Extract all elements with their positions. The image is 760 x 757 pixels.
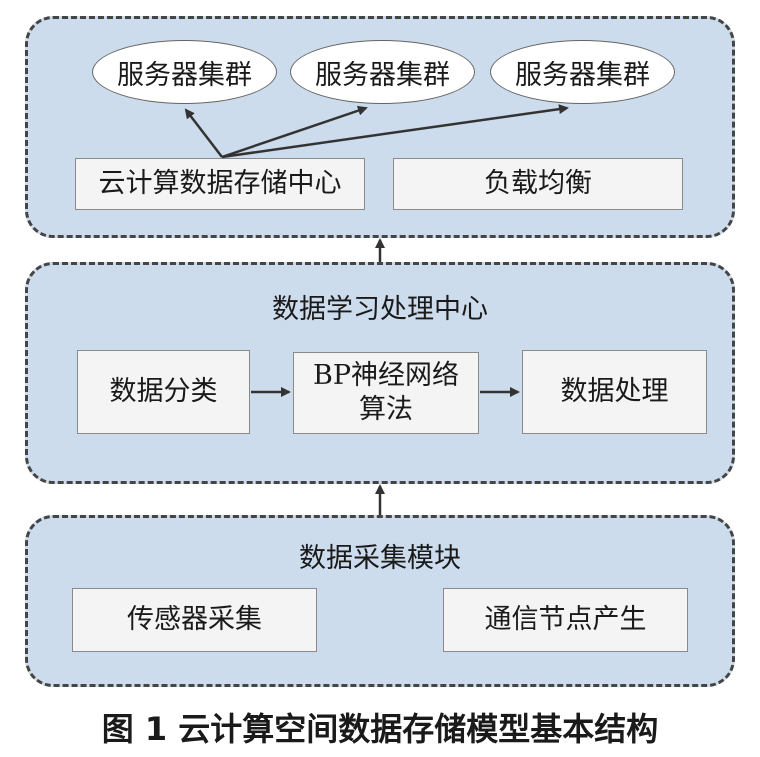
sensor-collection-box: 传感器采集	[72, 588, 317, 652]
server-cluster-2: 服务器集群	[290, 40, 475, 104]
data-process-box: 数据处理	[522, 350, 707, 434]
server-cluster-3-label: 服务器集群	[515, 59, 650, 91]
server-cluster-1-label: 服务器集群	[117, 59, 252, 91]
server-cluster-2-label: 服务器集群	[315, 59, 450, 91]
collection-module-title: 数据采集模块	[299, 543, 461, 574]
comm-node-box: 通信节点产生	[443, 588, 688, 652]
learning-center-title: 数据学习处理中心	[272, 294, 488, 325]
load-balance-label: 负载均衡	[484, 168, 592, 200]
data-classify-label: 数据分类	[109, 376, 218, 408]
data-classify-box: 数据分类	[77, 350, 250, 434]
cloud-storage-center-box: 云计算数据存储中心	[75, 158, 365, 210]
cloud-storage-center-label: 云计算数据存储中心	[98, 168, 342, 200]
bp-network-box: BP神经网络 算法	[293, 352, 479, 434]
comm-node-label: 通信节点产生	[484, 604, 647, 636]
bp-network-label-line1: BP神经网络	[312, 360, 459, 392]
sensor-collection-label: 传感器采集	[127, 604, 262, 636]
bp-network-label-line2: 算法	[359, 394, 413, 425]
data-process-label: 数据处理	[560, 376, 669, 408]
server-cluster-1: 服务器集群	[92, 40, 277, 104]
server-cluster-3: 服务器集群	[490, 40, 675, 104]
figure-caption: 图 1 云计算空间数据存储模型基本结构	[101, 710, 659, 748]
load-balance-box: 负载均衡	[393, 158, 683, 210]
